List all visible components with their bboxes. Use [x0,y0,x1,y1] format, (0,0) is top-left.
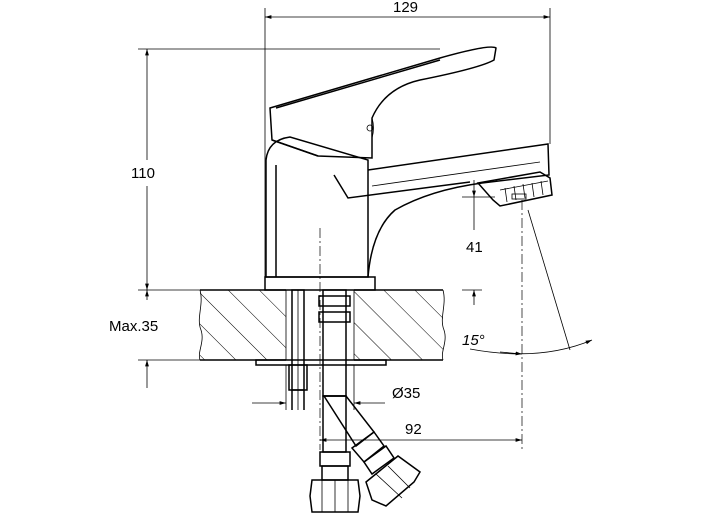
dimension-max-thickness: Max.35 [109,290,200,388]
label-height: 110 [131,165,155,182]
mounting-hardware [255,289,387,410]
dimension-width-129: 129 [264,0,551,277]
dimension-reach-92: 92 [320,421,522,442]
countertop-section [198,289,446,361]
label-reach: 92 [405,421,422,438]
label-angle: 15° [462,332,485,349]
dimension-hole-diameter: Ø35 [252,365,420,410]
faucet-body [264,136,553,291]
center-lines [319,200,523,450]
flex-hose-right [322,395,421,507]
label-hole-diameter: Ø35 [392,385,420,402]
label-max-thickness: Max.35 [109,318,158,335]
dimension-angle-15: 15° [462,209,593,356]
dimension-clearance-41: 41 [462,180,495,305]
label-clearance: 41 [466,239,483,256]
handle-lever [269,46,497,159]
label-width: 129 [393,0,418,16]
dimension-height-110: 110 [128,48,440,291]
